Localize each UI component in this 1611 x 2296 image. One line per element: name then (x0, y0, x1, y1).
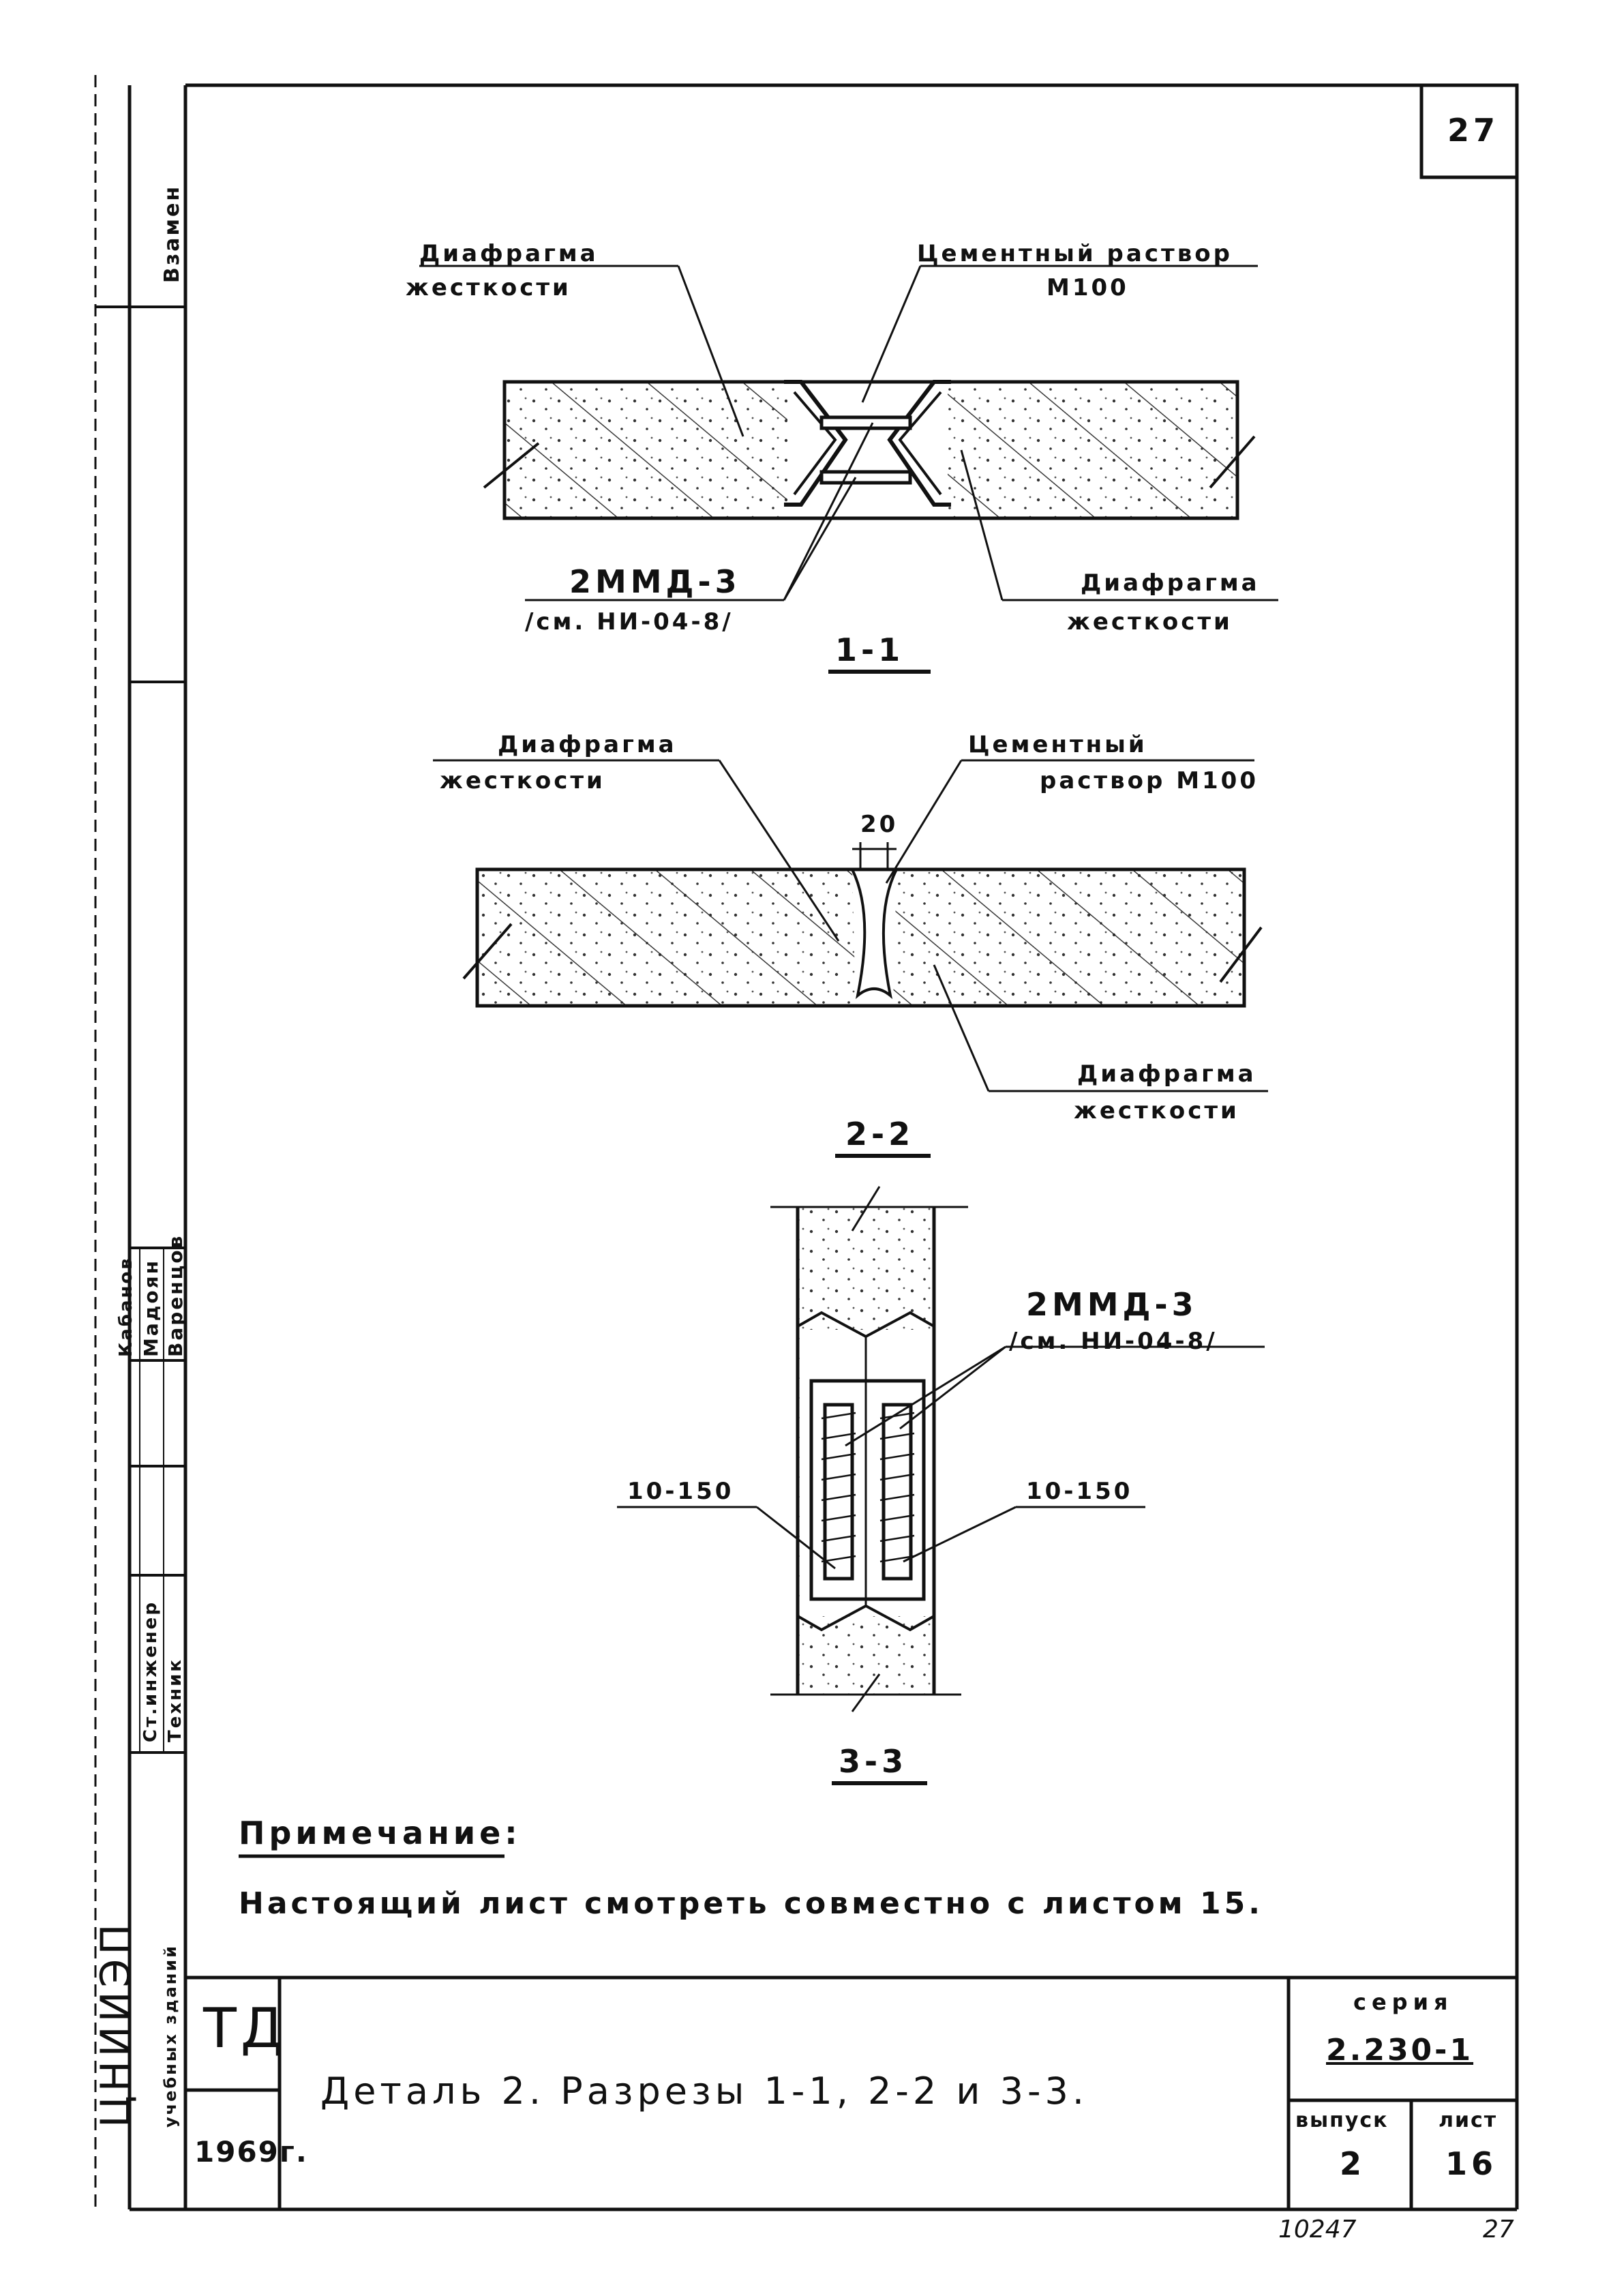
org-code: ТД (203, 1997, 288, 2060)
note-text: Настоящий лист смотреть совместно с лист… (239, 1886, 1263, 1921)
s11-bottom-left-label-2: /см. НИ-04-8/ (525, 608, 734, 636)
s11-bottom-right-label-1: Диафрагма (1081, 569, 1260, 597)
footer-page: 27 (1483, 2216, 1514, 2243)
s11-left-label-1: Диафрагма (419, 240, 599, 267)
margin-name-1: Мадоян (140, 1259, 162, 1357)
left-margin-stamp (95, 305, 185, 1754)
series-value: 2.230-1 (1326, 2033, 1474, 2068)
s33-caption: 3-3 (839, 1743, 908, 1780)
s33-weld-left: 10-150 (627, 1478, 734, 1505)
sheet-frame (94, 75, 1519, 2211)
s11-bottom-left-label-1: 2ММД-3 (569, 563, 741, 600)
series-label: серия (1353, 1989, 1454, 2015)
section-3-3-drawing (617, 1186, 1265, 1785)
margin-institute: ЦНИИЭП (92, 1920, 140, 2128)
margin-vzamen: Взамен (160, 184, 184, 283)
margin-institute-sub: учебных зданий (161, 1943, 180, 2128)
margin-name-3: Кабанов (116, 1256, 136, 1357)
note-title: Примечание: (239, 1815, 522, 1851)
s11-top-right-label-2: М100 (1047, 274, 1129, 301)
sheet-value: 16 (1445, 2145, 1498, 2182)
issue-label: выпуск (1295, 2108, 1389, 2132)
s22-left-label-1: Диафрагма (498, 731, 677, 758)
s22-right-label-2: раствор М100 (1040, 767, 1259, 794)
section-1-1-drawing (419, 265, 1278, 674)
s22-caption: 2-2 (845, 1116, 915, 1152)
page-number: 27 (1447, 112, 1500, 149)
s33-label-2: /см. НИ-04-8/ (1009, 1328, 1218, 1355)
section-2-2-drawing (433, 759, 1268, 1158)
s11-left-label-2: жесткости (406, 274, 571, 301)
s22-dimension: 20 (860, 811, 899, 838)
drawing-title: Деталь 2. Разрезы 1-1, 2-2 и 3-3. (320, 2070, 1089, 2113)
s33-weld-right: 10-150 (1026, 1478, 1133, 1505)
inventory-number: 10247 (1278, 2216, 1357, 2243)
s33-label-1: 2ММД-3 (1026, 1286, 1198, 1323)
issue-value: 2 (1340, 2145, 1366, 2182)
s11-caption: 1-1 (835, 631, 905, 668)
s22-bottom-right-label-2: жесткости (1074, 1097, 1239, 1124)
s22-right-label-1: Цементный (968, 731, 1147, 758)
sheet-label: лист (1439, 2108, 1498, 2132)
year: 1969г. (194, 2135, 308, 2168)
s22-left-label-2: жесткости (440, 767, 605, 794)
margin-role-2: Техник (165, 1658, 185, 1742)
s11-top-right-label-1: Цементный раствор (917, 240, 1233, 267)
s22-bottom-right-label-1: Диафрагма (1077, 1060, 1256, 1088)
title-block-lines (185, 1976, 1517, 2209)
margin-role-1: Ст.инженер (140, 1600, 161, 1742)
s11-bottom-right-label-2: жесткости (1067, 608, 1233, 636)
margin-name-2: Варенцов (164, 1234, 187, 1357)
